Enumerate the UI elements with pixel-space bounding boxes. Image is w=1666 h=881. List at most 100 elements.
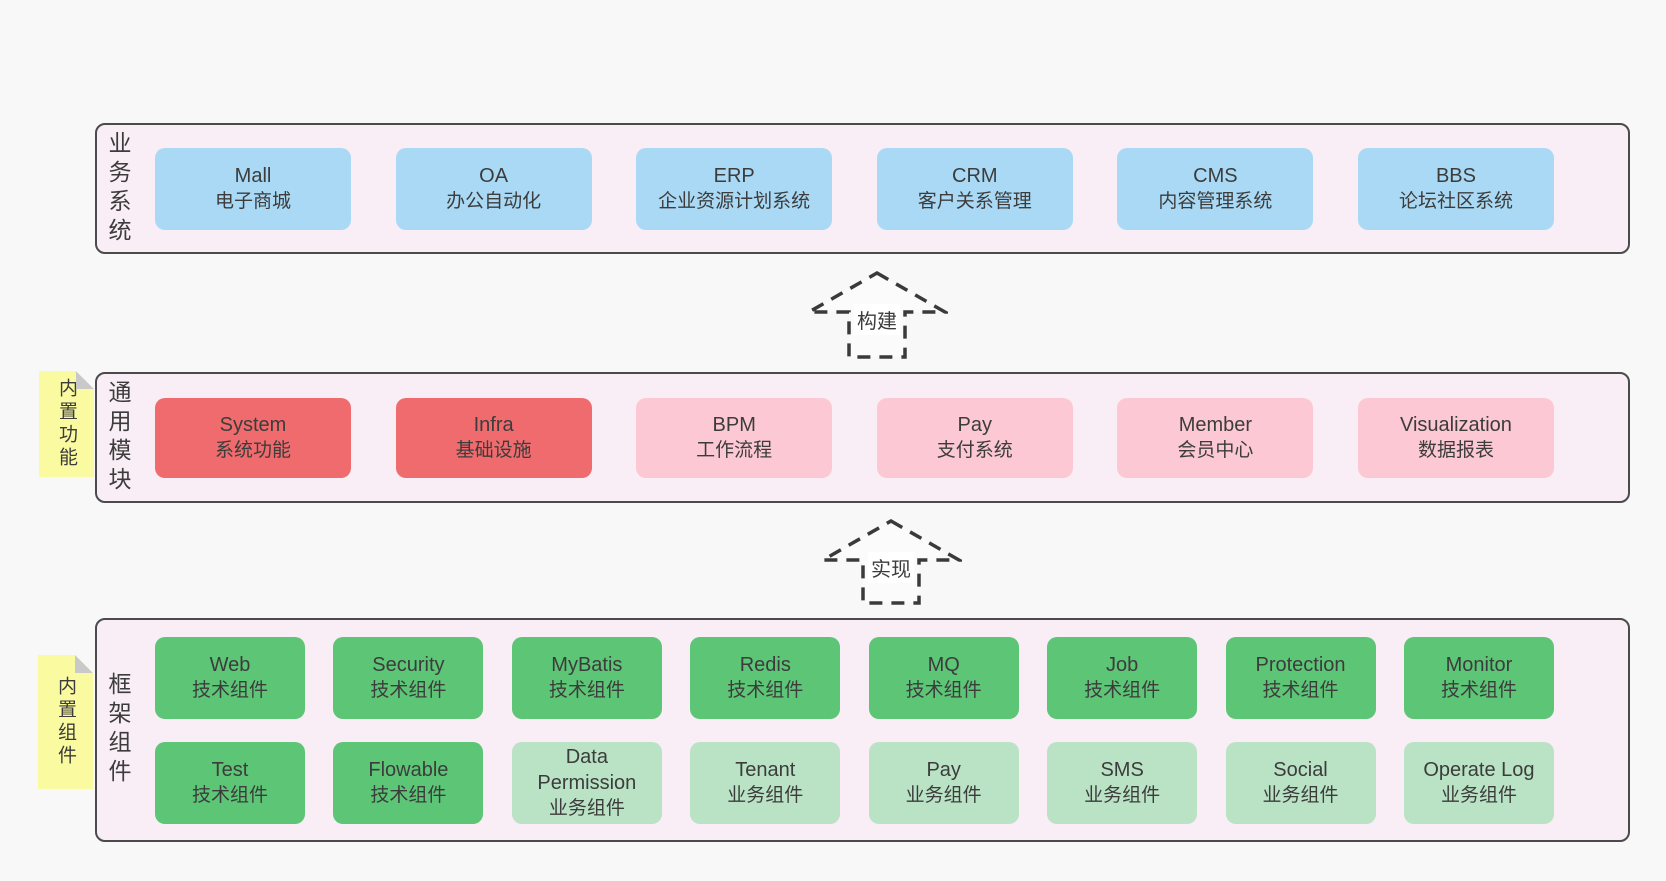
arrow-build-label: 构建 — [854, 304, 900, 335]
node-title: OA — [479, 164, 509, 187]
node-subtitle: 电子商城 — [214, 190, 291, 212]
node-security: Security 技术组件 — [333, 636, 484, 719]
node-title: Member — [1178, 413, 1253, 436]
node-mall: Mall 电子商城 — [155, 147, 351, 230]
node-subtitle: 数据报表 — [1417, 439, 1494, 461]
framework-components-rows: Web 技术组件 Security 技术组件 MyBatis 技术组件 Redi… — [97, 620, 1628, 840]
node-subtitle: 系统功能 — [214, 439, 291, 461]
business-systems-row: Mall 电子商城 OA 办公自动化 ERP 企业资源计划系统 CRM 客户关系… — [97, 125, 1628, 252]
node-subtitle: 技术组件 — [1084, 679, 1161, 701]
node-title: Mall — [234, 164, 272, 187]
node-title: Infra — [473, 413, 514, 436]
node-flowable: Flowable 技术组件 — [333, 741, 484, 824]
framework-components-label: 框架组件 — [105, 672, 131, 788]
node-bpm: BPM 工作流程 — [636, 397, 833, 478]
node-tenant: Tenant 业务组件 — [690, 741, 841, 824]
sticky-note-text: 内置组件 — [55, 676, 76, 768]
tech-components-row: Web 技术组件 Security 技术组件 MyBatis 技术组件 Redi… — [155, 636, 1554, 719]
common-modules-label: 通用模块 — [105, 379, 131, 496]
node-bbs: BBS 论坛社区系统 — [1357, 147, 1554, 230]
node-member: Member 会员中心 — [1117, 397, 1314, 478]
node-system: System 系统功能 — [155, 397, 351, 478]
node-title: Protection — [1255, 653, 1346, 676]
node-subtitle: 内容管理系统 — [1158, 190, 1273, 212]
node-title: Redis — [739, 653, 791, 676]
node-title: Operate Log — [1423, 758, 1535, 781]
node-subtitle: 技术组件 — [191, 679, 268, 701]
node-subtitle: 技术组件 — [727, 679, 804, 701]
node-subtitle: 论坛社区系统 — [1398, 190, 1513, 212]
node-cms: CMS 内容管理系统 — [1117, 147, 1314, 230]
node-subtitle: 技术组件 — [370, 784, 447, 806]
node-title: MQ — [927, 653, 960, 676]
node-oa: OA 办公自动化 — [395, 147, 592, 230]
arrow-build: 构建 — [806, 270, 948, 360]
node-title: Visualization — [1400, 413, 1512, 436]
node-subtitle: 业务组件 — [548, 797, 625, 819]
node-subtitle: 基础设施 — [455, 439, 532, 461]
node-title: System — [219, 413, 287, 436]
node-subtitle: 技术组件 — [1262, 679, 1339, 701]
node-test: Test 技术组件 — [155, 741, 305, 824]
node-protection: Protection 技术组件 — [1225, 636, 1376, 719]
node-subtitle: 客户关系管理 — [917, 190, 1032, 212]
node-subtitle: 业务组件 — [905, 784, 982, 806]
node-data-permission: Data Permission 业务组件 — [511, 741, 662, 824]
node-infra: Infra 基础设施 — [395, 397, 592, 478]
node-title: Pay — [926, 758, 961, 781]
node-subtitle: 办公自动化 — [446, 190, 542, 212]
node-title: SMS — [1100, 758, 1144, 781]
node-pay-component: Pay 业务组件 — [868, 741, 1019, 824]
node-title: Data Permission — [537, 745, 637, 794]
node-job: Job 技术组件 — [1047, 636, 1198, 719]
node-title: Social — [1273, 758, 1328, 781]
node-monitor: Monitor 技术组件 — [1403, 636, 1554, 719]
node-sms: SMS 业务组件 — [1047, 741, 1198, 824]
node-crm: CRM 客户关系管理 — [876, 147, 1073, 230]
node-subtitle: 业务组件 — [1440, 784, 1517, 806]
sticky-note-builtin-features: 内置功能 — [39, 371, 94, 477]
biz-components-row: Test 技术组件 Flowable 技术组件 Data Permission … — [155, 741, 1554, 824]
node-title: ERP — [713, 164, 755, 187]
node-subtitle: 支付系统 — [936, 439, 1013, 461]
node-mybatis: MyBatis 技术组件 — [511, 636, 662, 719]
node-mq: MQ 技术组件 — [868, 636, 1019, 719]
node-subtitle: 技术组件 — [370, 679, 447, 701]
sticky-note-text: 内置功能 — [56, 378, 77, 470]
node-subtitle: 技术组件 — [905, 679, 982, 701]
node-operate-log: Operate Log 业务组件 — [1403, 741, 1554, 824]
node-visualization: Visualization 数据报表 — [1357, 397, 1554, 478]
node-title: Flowable — [368, 758, 449, 781]
sticky-note-builtin-components: 内置组件 — [38, 655, 93, 789]
node-title: Job — [1105, 653, 1139, 676]
node-title: Tenant — [735, 758, 796, 781]
node-title: Security — [372, 653, 445, 676]
node-redis: Redis 技术组件 — [690, 636, 841, 719]
node-subtitle: 业务组件 — [727, 784, 804, 806]
node-subtitle: 业务组件 — [1084, 784, 1161, 806]
node-subtitle: 工作流程 — [696, 439, 773, 461]
node-subtitle: 技术组件 — [548, 679, 625, 701]
node-title: BBS — [1435, 164, 1476, 187]
common-modules-panel: 通用模块 System 系统功能 Infra 基础设施 BPM 工作流程 Pay… — [95, 372, 1630, 503]
business-systems-label: 业务系统 — [105, 130, 131, 247]
node-title: CRM — [952, 164, 998, 187]
node-title: MyBatis — [551, 653, 623, 676]
arrow-implement: 实现 — [820, 518, 962, 606]
node-subtitle: 技术组件 — [191, 784, 268, 806]
common-modules-row: System 系统功能 Infra 基础设施 BPM 工作流程 Pay 支付系统… — [97, 374, 1628, 501]
node-title: Pay — [957, 413, 993, 436]
node-title: Monitor — [1445, 653, 1513, 676]
node-subtitle: 业务组件 — [1262, 784, 1339, 806]
business-systems-panel: 业务系统 Mall 电子商城 OA 办公自动化 ERP 企业资源计划系统 CRM… — [95, 123, 1630, 254]
node-pay-system: Pay 支付系统 — [876, 397, 1073, 478]
node-title: Test — [211, 758, 249, 781]
node-subtitle: 企业资源计划系统 — [658, 190, 811, 212]
node-title: Web — [209, 653, 251, 676]
arrow-implement-label: 实现 — [868, 552, 914, 583]
node-title: CMS — [1193, 164, 1238, 187]
folded-corner-icon — [75, 655, 93, 673]
node-title: BPM — [712, 413, 756, 436]
framework-components-panel: 框架组件 Web 技术组件 Security 技术组件 MyBatis 技术组件… — [95, 618, 1630, 842]
